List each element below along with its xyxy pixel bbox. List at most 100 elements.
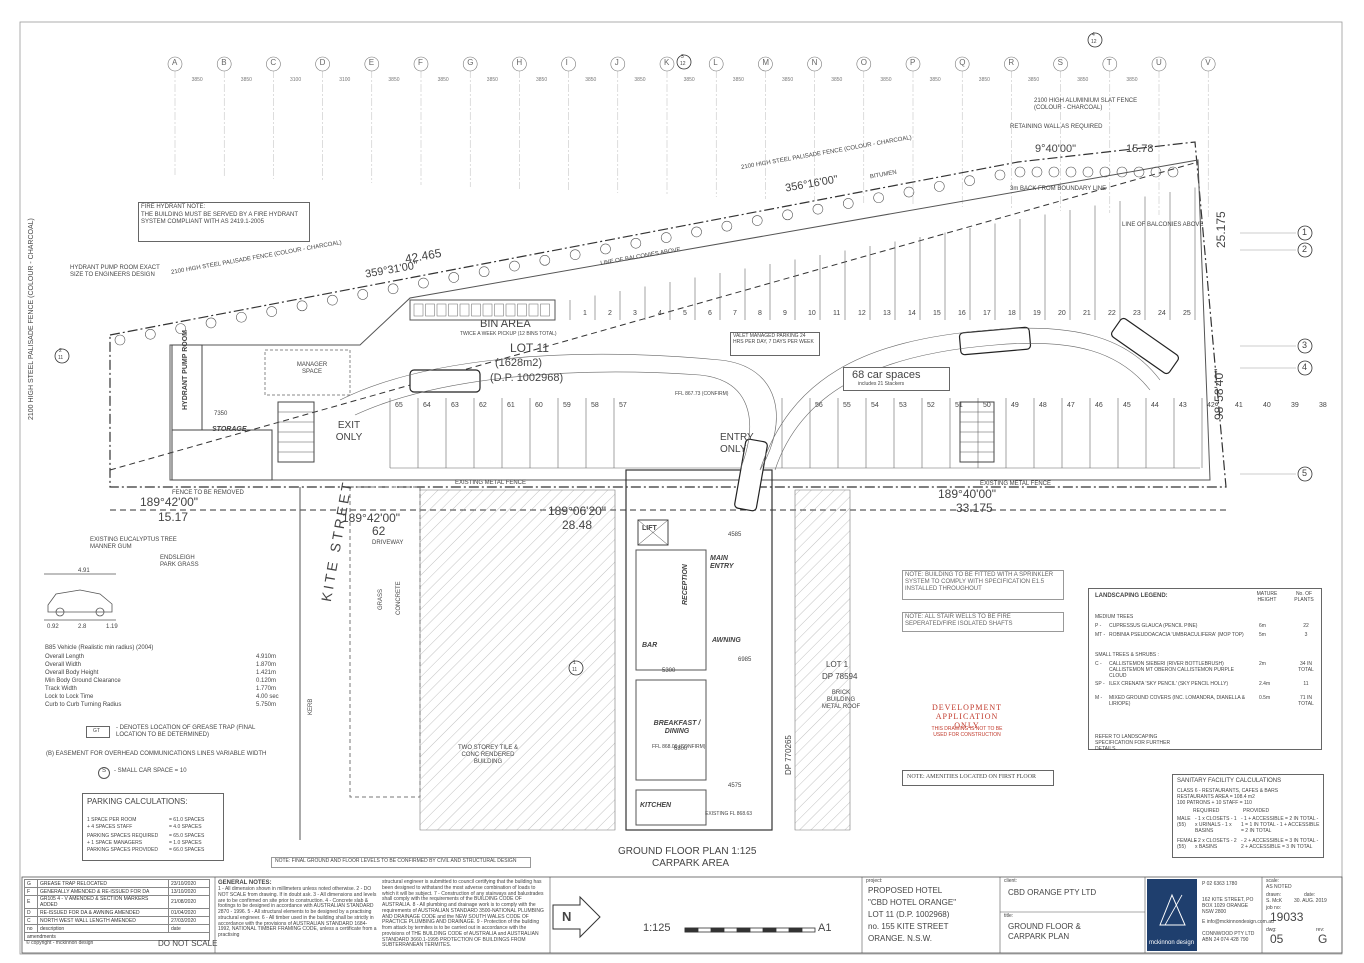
- space-number: 11: [833, 310, 841, 317]
- landscaping-count: 11: [1303, 681, 1309, 687]
- sanitary-female-prov: - 2 + ACCESSIBLE = 3 IN TOTAL - 2 + ACCE…: [1241, 838, 1319, 850]
- existing-fence-label-east: EXISTING METAL FENCE: [980, 481, 1052, 487]
- grid-spacing: 3850: [585, 77, 597, 83]
- space-number: 3: [633, 310, 637, 317]
- landscaping-code: M -: [1095, 695, 1103, 701]
- parking-calc-box: PARKING CALCULATIONS: 1 SPACE PER ROOM= …: [82, 793, 224, 861]
- project-line: no. 155 KITE STREET: [868, 922, 949, 931]
- space-number: 39: [1291, 402, 1299, 409]
- bin-area: [409, 299, 556, 321]
- manager-space-label: MANAGER SPACE: [296, 362, 328, 375]
- space-number: 46: [1095, 402, 1103, 409]
- north-length: 15.78: [1126, 143, 1154, 155]
- sprinkler-text: NOTE: BUILDING TO BE FITTED WITH A SPRIN…: [905, 572, 1054, 592]
- site-boundary: [109, 141, 1227, 488]
- amendment-rev: F: [24, 887, 38, 896]
- space-number: 53: [899, 402, 907, 409]
- fire-hydrant-text: THE BUILDING MUST BE SERVED BY A FIRE HY…: [141, 212, 298, 225]
- grid-bubble-U: [1151, 56, 1167, 72]
- landscaping-code: SP -: [1095, 681, 1105, 687]
- grid-label-A: A: [172, 58, 178, 67]
- reception-area: [635, 549, 707, 671]
- space-number: 52: [927, 402, 935, 409]
- amend-heading: amendments: [24, 932, 210, 941]
- space-number: 62: [479, 402, 487, 409]
- sanitary-male-prov: - 1 + ACCESSIBLE = 2 IN TOTAL - 1 = 1 IN…: [1241, 816, 1320, 834]
- stair-note: NOTE: ALL STAIR WELLS TO BE FIRE SEPERAT…: [902, 612, 1064, 632]
- kitchen-area: [635, 789, 707, 826]
- parking-bays-top: [569, 187, 1196, 320]
- row-label-5: 5: [1302, 468, 1308, 478]
- sanitary-title: SANITARY FACILITY CALCULATIONS: [1177, 778, 1282, 784]
- parking-calc-label: PARKING SPACES PROVIDED: [87, 847, 158, 853]
- grid-column-lines: [167, 56, 1216, 217]
- parking-calc-label: + 1 SPACE MANAGERS: [87, 840, 143, 846]
- landscaping-plant: MIXED GROUND COVERS (INC. LOMANDRA, DIAN…: [1109, 695, 1246, 707]
- east-length: 25.175: [1214, 211, 1228, 248]
- retaining-wall-note: RETAINING WALL AS REQUIRED: [1010, 124, 1103, 130]
- north-arrow-icon: [552, 895, 601, 939]
- vehicle-spec-value: 1.770m: [256, 686, 277, 692]
- space-number: 2: [608, 310, 612, 317]
- sheet-size-label: A1: [818, 922, 832, 934]
- amenities-text: NOTE: AMENITIES LOCATED ON FIRST FLOOR: [907, 774, 1037, 780]
- firm-logo-mark: [1159, 893, 1186, 926]
- general-notes-col2: structural engineer is submitted to coun…: [382, 879, 544, 949]
- landscaping-plant: ROBINIA PSEUDOACACIA 'UMBRACULIFERA' (MO…: [1109, 632, 1244, 638]
- driveway-label: DRIVEWAY: [372, 540, 404, 546]
- grid-spacing: 3850: [1028, 77, 1040, 83]
- space-number: 45: [1123, 402, 1131, 409]
- car-icon: [409, 369, 481, 393]
- vehicle-spec-value: 4.910m: [256, 654, 277, 660]
- amend-col-no: no: [24, 924, 38, 933]
- space-number: 23: [1133, 310, 1141, 317]
- scale-bar: [684, 927, 816, 933]
- grid-spacing: 3850: [240, 77, 252, 83]
- grid-bubble-N: [807, 56, 822, 72]
- landscaping-count: 3: [1304, 632, 1308, 638]
- tb-drawn-value: S. McK: [1266, 898, 1283, 904]
- north-label: N: [562, 909, 572, 924]
- space-number: 59: [563, 402, 571, 409]
- row-bubble-4: [1297, 360, 1313, 376]
- space-number: 43: [1179, 402, 1187, 409]
- section-mark-4-sheet: 12: [1091, 39, 1097, 45]
- section-mark-2: 2: [59, 348, 62, 354]
- plan-title: GROUND FLOOR PLAN 1:125: [618, 846, 757, 857]
- tb-date-label: date:: [1304, 892, 1316, 898]
- grid-bubble-M: [758, 56, 773, 72]
- space-number: 22: [1108, 310, 1116, 317]
- grid-bubble-C: [266, 56, 281, 72]
- car-spaces-sub: includes 21 Stackers: [858, 381, 905, 387]
- space-number: 16: [958, 310, 966, 317]
- row-bubble-2: [1297, 242, 1313, 258]
- vehicle-spec-value: 4.00 sec: [256, 694, 279, 700]
- sanitary-col-req: REQUIRED: [1193, 808, 1220, 814]
- vehicle-spec-label: Overall Length: [45, 654, 85, 660]
- parking-calc-value: = 4.0 SPACES: [169, 824, 202, 830]
- tb-scale-value: AS NOTED: [1266, 884, 1292, 890]
- grid-label-F: F: [418, 58, 423, 67]
- grid-spacing: 3850: [929, 77, 941, 83]
- bin-area-label: BIN AREA: [480, 318, 531, 330]
- landscaping-plant: CUPRESSUS GLAUCA (PENCIL PINE): [1109, 623, 1198, 629]
- grid-bubble-V: [1200, 56, 1216, 72]
- concrete-label: CONCRETE: [396, 581, 402, 615]
- space-number: 4: [658, 310, 662, 317]
- grid-label-L: L: [713, 58, 718, 67]
- space-number: 10: [808, 310, 816, 317]
- lot1-label: LOT 1: [826, 660, 849, 669]
- title-line2: CARPARK PLAN: [1008, 932, 1070, 941]
- grid-spacing: 3100: [339, 77, 351, 83]
- client-name: CBD ORANGE PTY LTD: [1008, 888, 1097, 897]
- parking-calc-value: = 1.0 SPACES: [169, 840, 202, 846]
- amend-col-date: date: [168, 924, 210, 933]
- grid-bubble-H: [512, 56, 527, 72]
- grid-spacing: 3850: [1077, 77, 1089, 83]
- fire-hydrant-note: FIRE HYDRANT NOTE: THE BUILDING MUST BE …: [138, 202, 310, 242]
- grease-trap-symbol: GT: [86, 726, 110, 738]
